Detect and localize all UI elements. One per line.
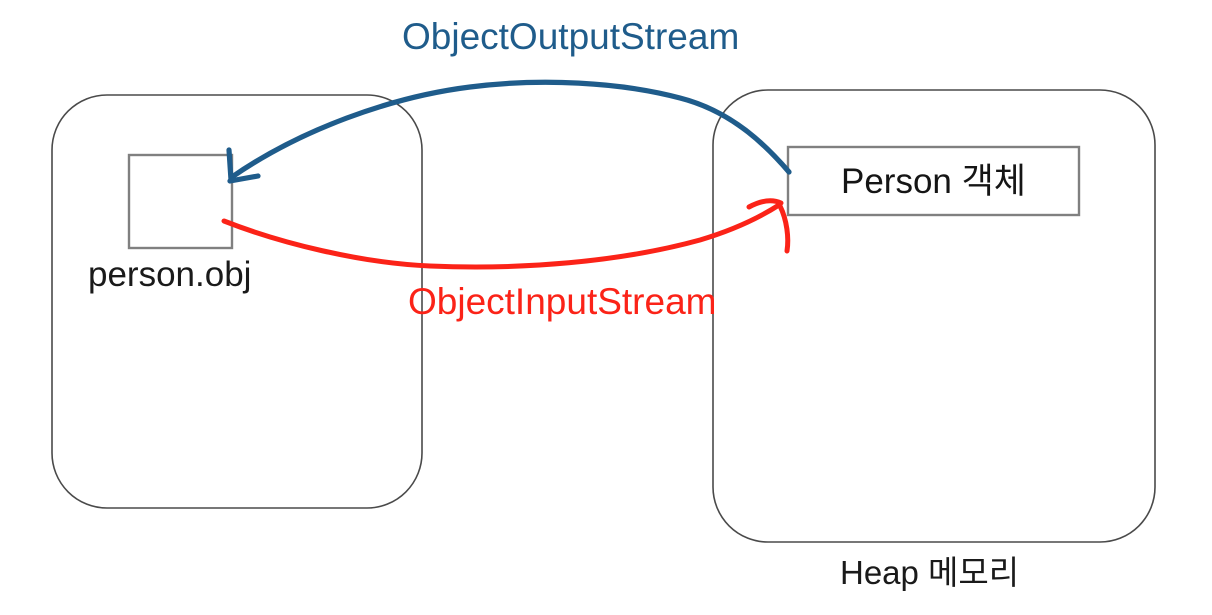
heap-memory-container xyxy=(712,89,1156,543)
heap-memory-label: Heap 메모리 xyxy=(840,554,1020,591)
file-system-container xyxy=(51,94,423,509)
object-input-stream-label: ObjectInputStream xyxy=(408,281,717,322)
person-obj-file-box xyxy=(127,153,234,250)
object-output-stream-label: ObjectOutputStream xyxy=(402,16,740,57)
object-input-stream-arrow xyxy=(221,198,791,270)
object-output-stream-arrow xyxy=(226,79,792,184)
person-obj-file-label: person.obj xyxy=(88,255,252,294)
person-object-box-label: Person 객체 xyxy=(840,161,1027,201)
person-object-box xyxy=(786,145,1081,217)
